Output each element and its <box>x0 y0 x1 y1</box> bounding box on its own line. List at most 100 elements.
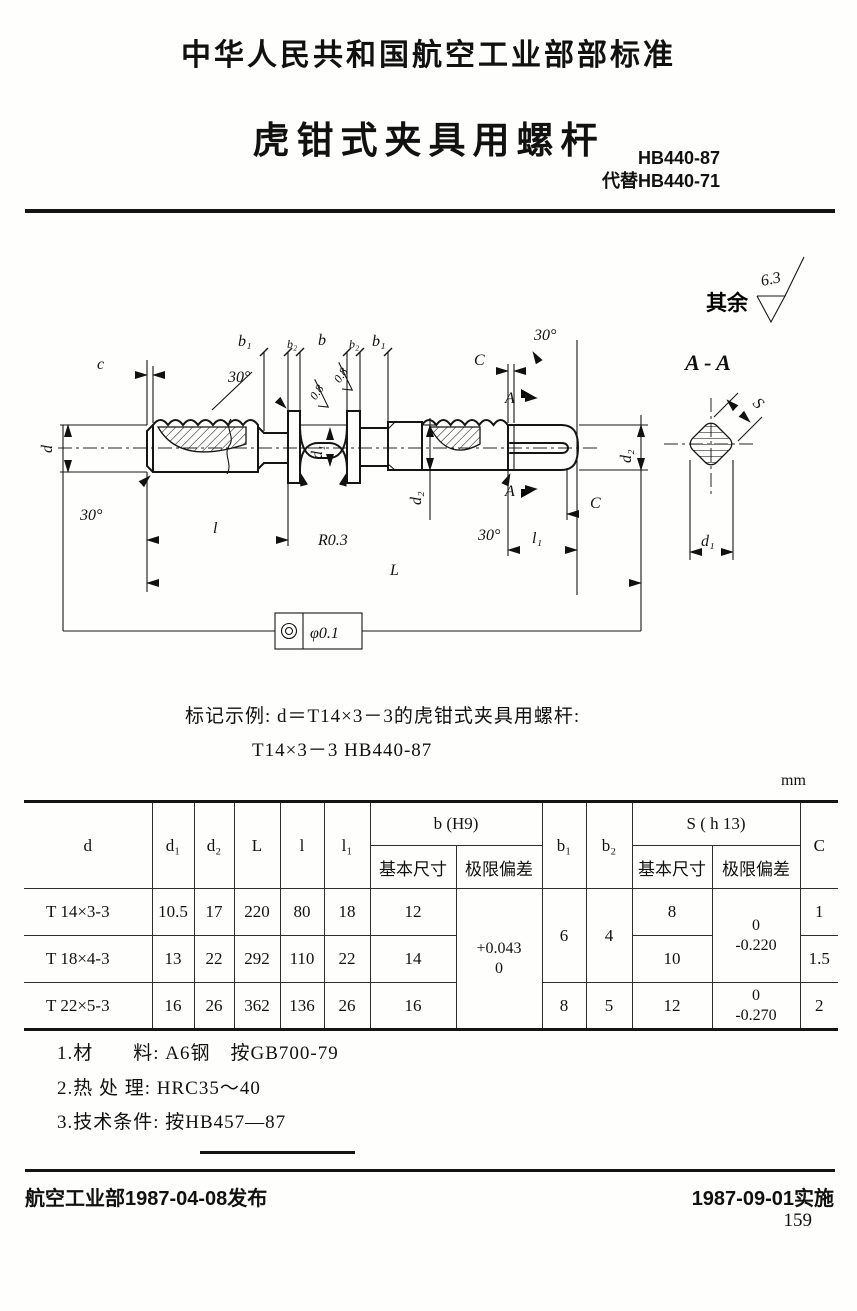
technical-drawing: c d 30° 30° <box>39 256 805 650</box>
doc-title: 虎钳式夹具用螺杆 <box>252 120 605 161</box>
col-header-d: d <box>24 801 153 889</box>
tolerance-value: φ0.1 <box>310 625 339 642</box>
note-heat-treatment: 2.热 处 理: HRC35～40 <box>57 1078 261 1099</box>
cell-b-basic: 12 <box>369 888 457 936</box>
cell-b-basic: 16 <box>369 982 457 1030</box>
section-mark-a-top: A <box>504 390 515 407</box>
unit-label: mm <box>781 772 806 789</box>
dim-b-label: b <box>318 332 326 349</box>
cell-C: 2 <box>799 982 839 1030</box>
cell-d1: 10.5 <box>151 888 195 936</box>
cell-l1: 22 <box>323 935 371 983</box>
marking-example-line2: T14×3－3 HB440-87 <box>252 740 433 761</box>
standard-code-block: HB440-87 代替HB440-71 <box>602 147 720 193</box>
dim-l-label: l <box>213 520 218 537</box>
table-row: T 18×4-3 13 22 292 110 22 14 10 1.5 <box>24 935 839 983</box>
concentricity-icon <box>280 622 298 640</box>
dim-d2-right-label: d₂ <box>618 449 635 463</box>
cell-d: T 22×5-3 <box>24 982 153 1030</box>
subheader-s-basic: 基本尺寸 <box>631 845 713 889</box>
hub-bottom <box>299 442 348 471</box>
cell-b-basic: 14 <box>369 935 457 983</box>
col-header-b1: b₁ <box>541 801 587 889</box>
cell-L: 220 <box>233 888 281 936</box>
dim-b1-right-label: b₁ <box>372 333 386 350</box>
section-mark-a-bottom: A <box>504 483 515 500</box>
dim-d2-mid-label: d₂ <box>408 491 425 505</box>
cell-d2: 26 <box>193 982 235 1030</box>
col-header-b2: b₂ <box>585 801 633 889</box>
subheader-s-deviation: 极限偏差 <box>711 845 801 889</box>
flange-right <box>346 410 361 484</box>
dim-b2-left-label: b₂ <box>287 337 297 351</box>
cell-l: 80 <box>279 888 325 936</box>
superseded-code: 代替HB440-71 <box>601 171 720 191</box>
section-a-a-view: A - A S d₁ <box>683 350 767 560</box>
subheader-b-deviation: 极限偏差 <box>455 845 543 889</box>
cell-d1: 16 <box>151 982 195 1030</box>
dim-d-label: d <box>39 444 56 453</box>
note-material: 1.材 料: A6钢 按GB700-79 <box>57 1043 339 1064</box>
page-number: 159 <box>783 1210 813 1231</box>
col-header-L: L <box>233 801 281 889</box>
surface-roughness-note: 其余 6.3 <box>706 256 805 324</box>
col-header-l1: l₁ <box>323 801 371 889</box>
col-header-C: C <box>799 801 839 889</box>
cell-l1: 18 <box>323 888 371 936</box>
tolerance-frame: φ0.1 <box>274 612 363 650</box>
cell-s-deviation: 0-0.220 <box>711 888 801 983</box>
cell-s-basic: 12 <box>631 982 713 1030</box>
cell-d: T 18×4-3 <box>24 935 153 983</box>
footer-issued: 航空工业部1987-04-08发布 <box>25 1188 268 1210</box>
cell-s-basic: 10 <box>631 935 713 983</box>
angle-tm-label: 30° <box>227 369 251 386</box>
svg-text:0.8: 0.8 <box>331 365 351 385</box>
section-title: A - A <box>683 350 731 375</box>
footer-effective: 1987-09-01实施 <box>691 1188 834 1210</box>
cell-C: 1 <box>799 888 839 936</box>
note-technical-conditions: 3.技术条件: 按HB457—87 <box>57 1112 287 1133</box>
fillet-radius-label: R0.3 <box>317 532 348 549</box>
col-header-l: l <box>279 801 325 889</box>
footer-rule <box>25 1169 835 1172</box>
cell-d2: 17 <box>193 888 235 936</box>
org-title: 中华人民共和国航空工业部部标准 <box>181 39 676 72</box>
dimensions: c d 30° 30° <box>39 327 648 650</box>
dim-d1-hub-label: d₁ <box>309 445 326 459</box>
col-header-s-h13: S ( h 13) <box>631 801 801 846</box>
cell-b2: 5 <box>585 982 633 1030</box>
cell-L: 362 <box>233 982 281 1030</box>
screw-rod-side-view <box>146 410 580 484</box>
angle-bl-label: 30° <box>79 507 103 524</box>
col-header-b-h9: b (H9) <box>369 801 543 846</box>
subheader-b-basic: 基本尺寸 <box>369 845 457 889</box>
cell-s-deviation: 0-0.270 <box>711 982 801 1030</box>
dim-d1-section-label: d₁ <box>701 533 715 550</box>
dim-c-label: c <box>97 356 104 373</box>
break-line <box>226 418 232 475</box>
hub-top <box>299 424 348 459</box>
dim-b2-right-label: b₂ <box>349 337 359 351</box>
header-rule <box>25 209 835 213</box>
dim-c-tr-label: C <box>474 352 485 369</box>
rounded-tip <box>560 424 580 471</box>
block <box>387 421 423 471</box>
cell-C: 1.5 <box>799 935 839 983</box>
cell-d1: 13 <box>151 935 195 983</box>
flange-left <box>287 410 301 484</box>
dim-l1-label: l₁ <box>532 530 542 547</box>
cell-L: 292 <box>233 935 281 983</box>
cell-l: 136 <box>279 982 325 1030</box>
dim-L-label: L <box>389 562 399 579</box>
svg-text:0.8: 0.8 <box>307 382 327 402</box>
dimension-table: d d₁ d₂ L l l₁ b (H9) b₁ b₂ S ( h 13) C … <box>24 800 839 1031</box>
cell-d2: 22 <box>193 935 235 983</box>
thread-hatch-right <box>428 426 481 451</box>
dim-c-br-label: C <box>590 495 601 512</box>
table-row: T 22×5-3 16 26 362 136 26 16 8 5 12 0-0.… <box>24 982 839 1030</box>
surface-note-text: 其余 <box>706 291 749 315</box>
roughness-0_8-b: 0.8 <box>331 362 354 391</box>
square-section <box>689 422 733 466</box>
